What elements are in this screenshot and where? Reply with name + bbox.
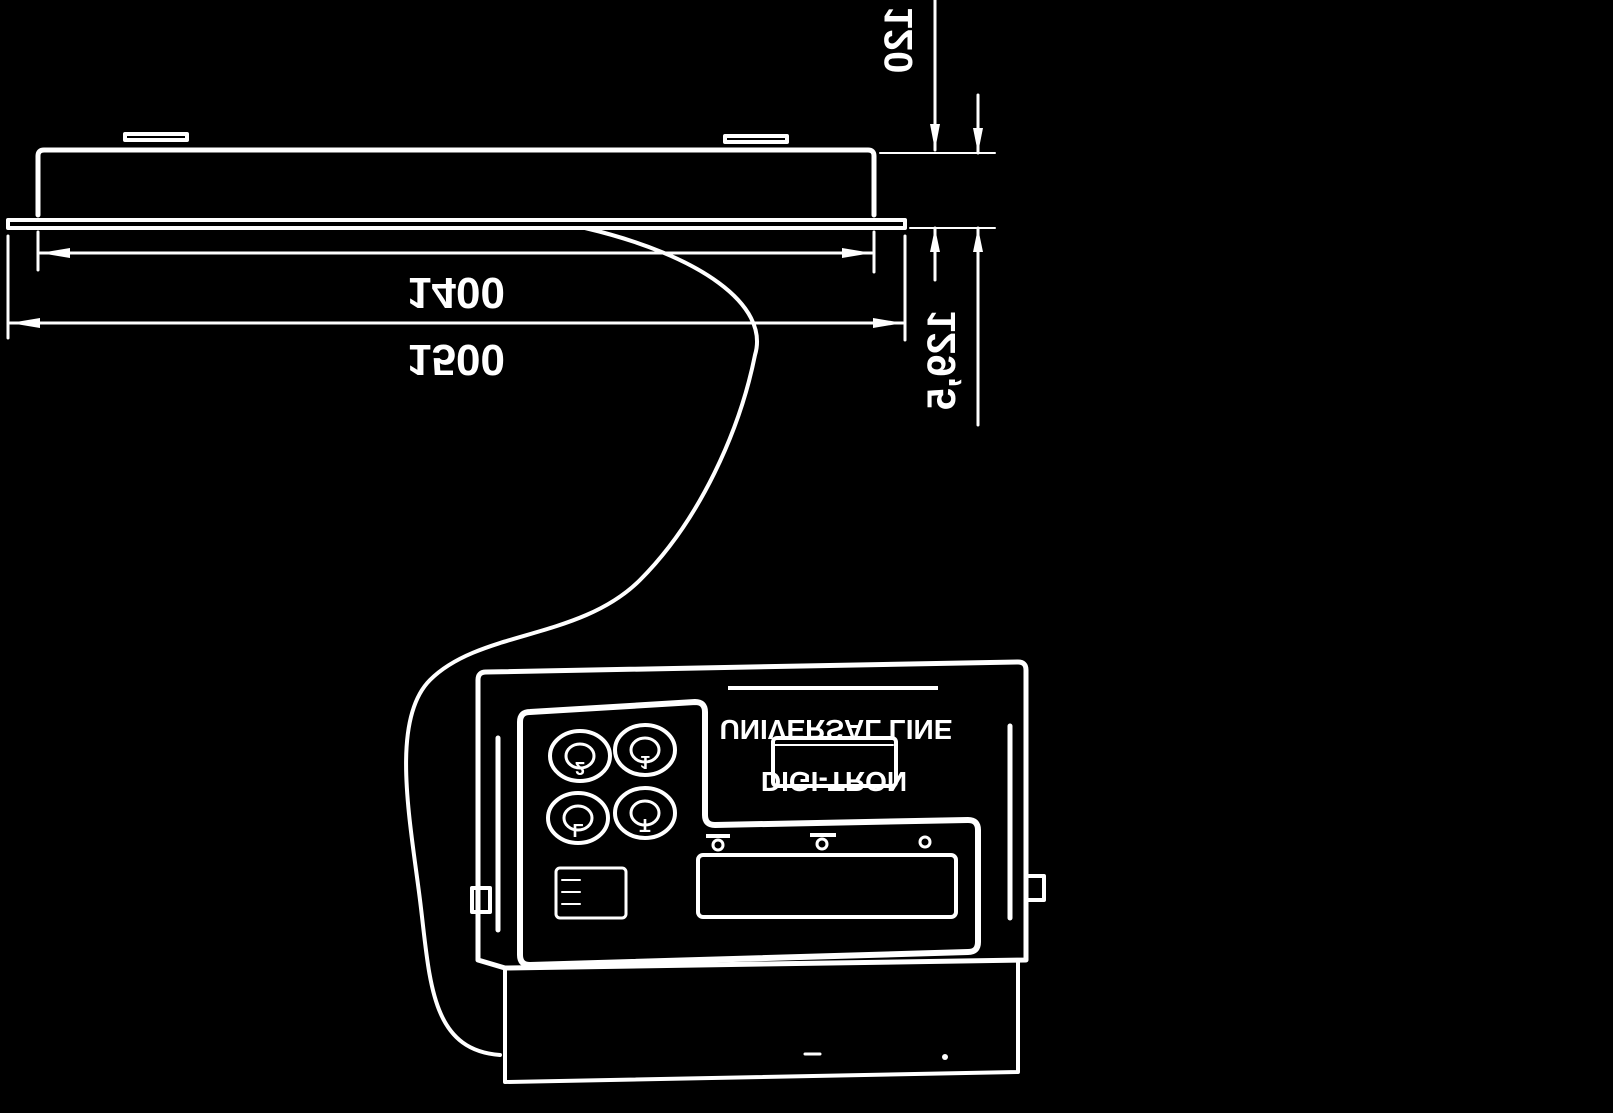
brand-plate	[771, 736, 898, 788]
arrowhead-icon	[10, 318, 40, 328]
arrowhead-icon	[973, 228, 983, 252]
front-panel	[517, 699, 981, 968]
dimension-label-120: 120	[877, 7, 921, 74]
dimension-lines	[6, 0, 996, 427]
key-1-label: 1	[640, 752, 650, 772]
weight-display	[696, 853, 958, 919]
arrowhead-icon	[973, 128, 983, 153]
arrowhead-icon	[40, 248, 70, 258]
arrowhead-icon	[930, 228, 940, 252]
dimension-label-1500: 1500	[407, 335, 505, 384]
arrowhead-icon	[842, 248, 872, 258]
weighing-indicator: 2 1 L T DIGI-TRON UNIVERSAL LINE	[470, 659, 1046, 1084]
brand-name: DIGI-TRON	[761, 766, 907, 797]
scale-platform	[6, 132, 907, 230]
info-label-plate	[554, 866, 628, 920]
platform-base-plate	[6, 218, 907, 230]
indicator-housing	[475, 659, 1029, 971]
keypad: 2 1 L T	[546, 723, 677, 845]
net-indicator-icon	[815, 837, 829, 851]
key-2-label: 2	[575, 758, 585, 778]
dimension-labels: 1400 1500 120 129,5	[407, 7, 964, 410]
bracket-knob-right	[1024, 874, 1046, 902]
key-2[interactable]	[548, 729, 612, 783]
series-title: UNIVERSAL LINE	[720, 714, 953, 745]
key-1[interactable]	[613, 723, 677, 777]
key-l[interactable]	[546, 791, 610, 845]
status-indicators	[706, 833, 932, 852]
key-t-label: T	[640, 815, 651, 835]
zero-indicator-icon	[711, 838, 725, 852]
indicator-stand	[503, 958, 1020, 1084]
dimension-label-1400: 1400	[407, 268, 505, 317]
arrowhead-icon	[930, 124, 940, 150]
connection-cable	[404, 226, 759, 1057]
key-l-label: L	[573, 820, 584, 840]
arrowhead-icon	[873, 318, 903, 328]
bracket-knob-left	[470, 886, 492, 914]
stable-indicator-icon	[918, 835, 932, 849]
platform-foot-right	[723, 134, 789, 144]
platform-deck	[35, 147, 877, 218]
manufacturer-line	[728, 686, 938, 690]
dimension-label-129-5: 129,5	[920, 310, 964, 410]
platform-foot-left	[123, 132, 189, 142]
key-t[interactable]	[613, 786, 677, 840]
